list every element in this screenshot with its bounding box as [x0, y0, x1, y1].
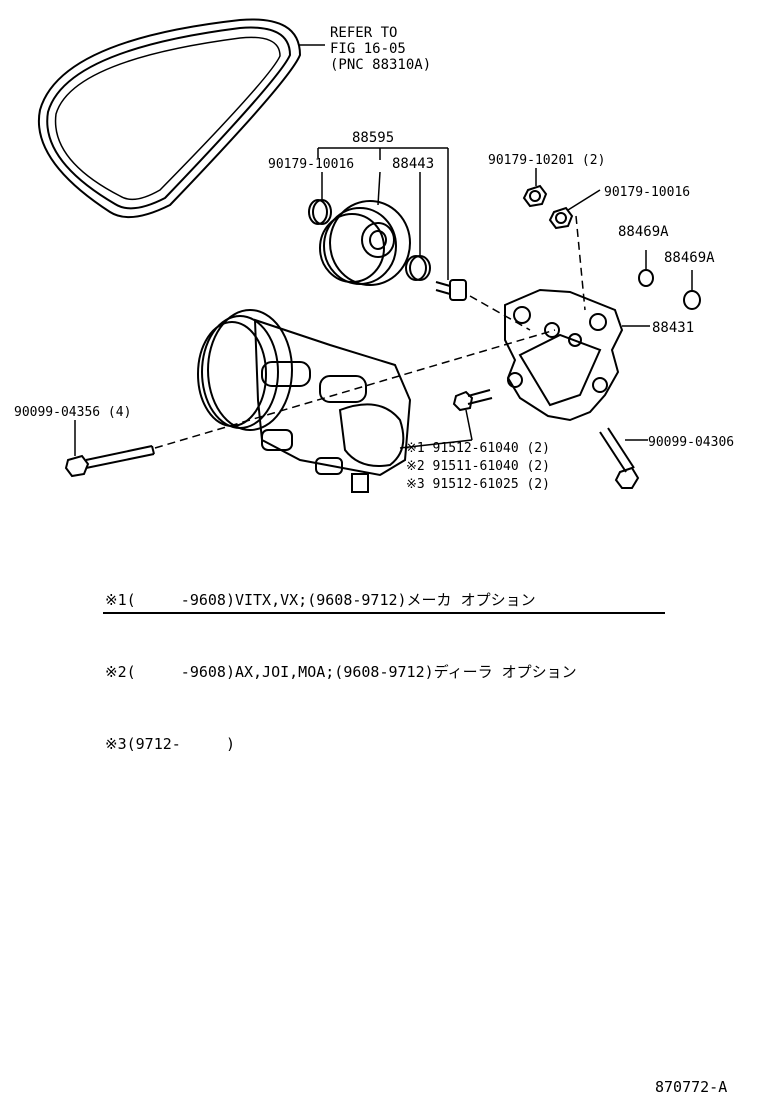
nut-90179-10016: [548, 206, 574, 230]
bolt-90099-04356: [64, 445, 155, 478]
bolt-91512: [452, 389, 493, 412]
bracket-88431: [504, 288, 624, 422]
label-91511-61040: ※2 91511-61040 (2): [406, 459, 550, 474]
note-3: ※3(9712- ): [105, 735, 235, 753]
label-91512-61025: ※3 91512-61025 (2): [406, 477, 550, 492]
label-88443: 88443: [392, 156, 434, 172]
nut-90179-10201: [522, 184, 548, 208]
idler-pulley: [319, 200, 411, 286]
note-1: ※1( -9608)VITX,VX;(9608-9712)メーカ オプション: [105, 591, 536, 609]
label-90099-04306: 90099-04306: [648, 435, 734, 450]
figure-code: 870772-A: [655, 1078, 728, 1096]
belt-ref-line3: (PNC 88310A): [330, 57, 431, 73]
collar-88469A-1: [638, 269, 654, 287]
label-88595: 88595: [352, 130, 394, 146]
label-88469A-b: 88469A: [664, 250, 715, 266]
label-91512-61040: ※1 91512-61040 (2): [406, 441, 550, 456]
drive-belt: [37, 18, 302, 219]
note-2: ※2( -9608)AX,JOI,MOA;(9608-9712)ディーラ オプシ…: [105, 663, 577, 681]
belt-ref-line1: REFER TO: [330, 25, 397, 41]
collar-88469A-2: [683, 290, 701, 310]
notes-block: ※1( -9608)VITX,VX;(9608-9712)メーカ オプション ※…: [105, 540, 665, 780]
collar-90179-10016: [308, 199, 332, 225]
notes-divider: [103, 612, 665, 614]
belt-ref-line2: FIG 16-05: [330, 41, 406, 57]
label-88469A-a: 88469A: [618, 224, 669, 240]
label-88431: 88431: [652, 320, 694, 336]
label-90179-10201: 90179-10201 (2): [488, 153, 605, 168]
label-90179-10016-b: 90179-10016: [604, 185, 690, 200]
label-90099-04356: 90099-04356 (4): [14, 405, 131, 420]
bolt-90099-04306: [599, 427, 640, 489]
spacer-88443: [405, 255, 431, 281]
pulley-bolt: [435, 279, 467, 301]
ac-compressor: [197, 309, 412, 493]
leader-lines: [74, 44, 693, 456]
alignment-lines: [154, 215, 586, 449]
label-90179-10016-a: 90179-10016: [268, 157, 354, 172]
